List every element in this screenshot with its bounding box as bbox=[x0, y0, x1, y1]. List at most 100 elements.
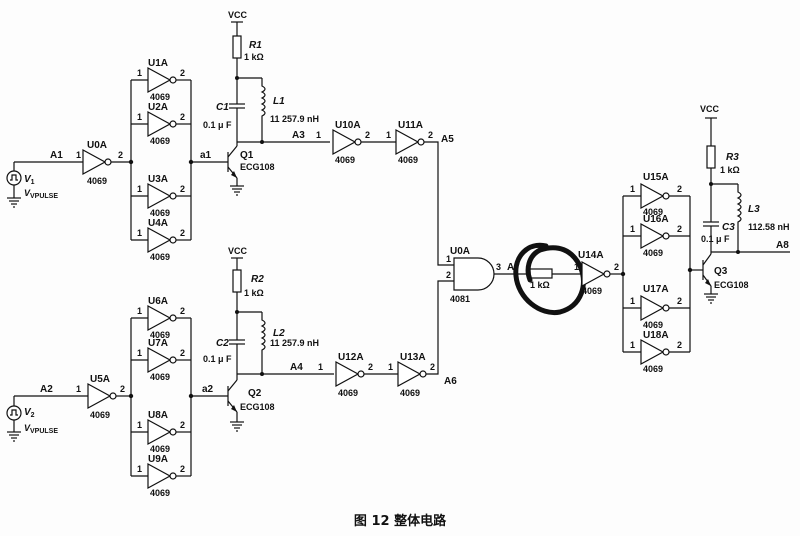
svg-text:2: 2 bbox=[120, 384, 125, 394]
svg-text:VCC: VCC bbox=[700, 104, 720, 114]
capacitor-c1: C1 0.1 μ F bbox=[203, 78, 245, 146]
inverter-u3a: U3A 4069 1 2 bbox=[131, 174, 191, 218]
svg-text:2: 2 bbox=[677, 184, 682, 194]
svg-text:U13A: U13A bbox=[400, 352, 426, 363]
inductor-l2: L2 11 257.9 nH bbox=[260, 312, 319, 374]
inverter-u13a: U13A 4069 2 bbox=[397, 352, 435, 398]
inductor-l3: L3 112.58 nH bbox=[736, 184, 790, 252]
svg-text:0.1 μ F: 0.1 μ F bbox=[701, 234, 730, 244]
svg-text:2: 2 bbox=[614, 262, 619, 272]
svg-text:VVPULSE: VVPULSE bbox=[24, 188, 58, 200]
svg-text:4069: 4069 bbox=[150, 92, 170, 102]
svg-text:U8A: U8A bbox=[148, 410, 168, 421]
svg-text:Q2: Q2 bbox=[248, 388, 262, 399]
u0a-label: U0A bbox=[87, 140, 107, 151]
svg-text:C2: C2 bbox=[216, 338, 229, 349]
resistor-r1: R1 1 kΩ bbox=[232, 35, 264, 62]
svg-text:4069: 4069 bbox=[398, 155, 418, 165]
inverter-u7a: U7A 4069 1 2 bbox=[131, 338, 191, 382]
svg-text:2: 2 bbox=[180, 420, 185, 430]
svg-text:U16A: U16A bbox=[643, 214, 669, 225]
svg-text:2: 2 bbox=[180, 348, 185, 358]
svg-text:U6A: U6A bbox=[148, 296, 168, 307]
svg-text:C1: C1 bbox=[216, 102, 229, 113]
svg-text:1 kΩ: 1 kΩ bbox=[244, 52, 264, 62]
inductor-l1: L1 11 257.9 nH bbox=[260, 78, 319, 142]
svg-text:Q3: Q3 bbox=[714, 266, 728, 277]
net-a1-label: A1 bbox=[50, 150, 63, 161]
svg-text:11 257.9 nH: 11 257.9 nH bbox=[270, 114, 319, 124]
svg-text:U7A: U7A bbox=[148, 338, 168, 349]
svg-text:2: 2 bbox=[180, 112, 185, 122]
svg-text:U9A: U9A bbox=[148, 454, 168, 465]
svg-text:4069: 4069 bbox=[150, 488, 170, 498]
svg-text:L3: L3 bbox=[748, 204, 760, 215]
svg-text:2: 2 bbox=[180, 306, 185, 316]
svg-text:1: 1 bbox=[630, 224, 635, 234]
u4a-label: U4A bbox=[148, 218, 168, 229]
svg-text:4069: 4069 bbox=[643, 320, 663, 330]
svg-text:VVPULSE: VVPULSE bbox=[24, 423, 58, 435]
svg-text:V2: V2 bbox=[24, 407, 35, 419]
svg-text:1 kΩ: 1 kΩ bbox=[244, 288, 264, 298]
svg-text:1: 1 bbox=[137, 348, 142, 358]
svg-text:4069: 4069 bbox=[643, 248, 663, 258]
inverter-u12a: U12A 4069 2 bbox=[335, 352, 373, 398]
svg-text:0.1 μ F: 0.1 μ F bbox=[203, 120, 232, 130]
inverter-u16a: U16A 4069 1 2 bbox=[623, 214, 690, 258]
svg-text:2: 2 bbox=[365, 130, 370, 140]
svg-text:C3: C3 bbox=[722, 222, 735, 233]
svg-text:4081: 4081 bbox=[450, 294, 470, 304]
svg-text:1 kΩ: 1 kΩ bbox=[720, 165, 740, 175]
svg-text:1: 1 bbox=[137, 112, 142, 122]
svg-text:R3: R3 bbox=[726, 152, 739, 163]
svg-text:2: 2 bbox=[368, 362, 373, 372]
svg-text:1: 1 bbox=[630, 184, 635, 194]
and-gate-u0a: U0A 4081 1 2 3 bbox=[446, 246, 501, 304]
net-a1-lower: a1 bbox=[200, 150, 212, 161]
svg-text:4069: 4069 bbox=[582, 286, 602, 296]
svg-text:1: 1 bbox=[630, 340, 635, 350]
svg-text:U18A: U18A bbox=[643, 330, 669, 341]
svg-text:L2: L2 bbox=[273, 328, 285, 339]
svg-text:4069: 4069 bbox=[338, 388, 358, 398]
load-resistor: 1 kΩ bbox=[513, 242, 586, 316]
net-a8-label: A8 bbox=[776, 240, 789, 251]
svg-text:2: 2 bbox=[677, 296, 682, 306]
supply-vcc-1: VCC bbox=[228, 10, 248, 36]
pin-label: 1 bbox=[76, 150, 81, 160]
svg-text:U12A: U12A bbox=[338, 352, 364, 363]
figure-caption: 图 12 整体电路 bbox=[353, 514, 447, 529]
inverter-u9a: U9A 4069 1 2 bbox=[131, 454, 191, 498]
svg-text:2: 2 bbox=[430, 362, 435, 372]
svg-text:VCC: VCC bbox=[228, 10, 248, 20]
svg-text:1: 1 bbox=[388, 362, 393, 372]
svg-text:1: 1 bbox=[76, 384, 81, 394]
net-a3-label: A3 bbox=[292, 130, 305, 141]
svg-text:1: 1 bbox=[386, 130, 391, 140]
svg-text:U15A: U15A bbox=[643, 172, 669, 183]
inverter-u18a: U18A 4069 1 2 bbox=[623, 330, 690, 374]
svg-text:1: 1 bbox=[137, 464, 142, 474]
svg-text:11 257.9 nH: 11 257.9 nH bbox=[270, 338, 319, 348]
svg-text:2: 2 bbox=[446, 270, 451, 280]
svg-text:4069: 4069 bbox=[400, 388, 420, 398]
inverter-u15a: U15A 4069 1 2 bbox=[623, 172, 690, 217]
svg-text:U14A: U14A bbox=[578, 250, 604, 261]
inverter-u1a: U1A 4069 1 2 bbox=[131, 58, 191, 102]
net-a6-label: A6 bbox=[444, 376, 457, 387]
u0a-part: 4069 bbox=[87, 176, 107, 186]
inverter-u2a: U2A 4069 1 2 bbox=[131, 102, 191, 146]
svg-text:2: 2 bbox=[180, 228, 185, 238]
svg-text:4069: 4069 bbox=[150, 136, 170, 146]
inverter-u17a: U17A 4069 1 2 bbox=[623, 284, 690, 330]
inverter-u10a: U10A 4069 2 bbox=[332, 120, 370, 165]
supply-vcc-2: VCC bbox=[228, 246, 248, 270]
svg-text:112.58 nH: 112.58 nH bbox=[748, 222, 790, 232]
svg-text:ECG108: ECG108 bbox=[714, 280, 749, 290]
capacitor-c2: C2 0.1 μ F bbox=[203, 312, 245, 380]
v1-type: VPULSE bbox=[30, 193, 58, 200]
svg-text:1: 1 bbox=[318, 362, 323, 372]
pulse-source-v2: V2 VVPULSE bbox=[6, 396, 58, 442]
hand-drawn-circle bbox=[513, 242, 586, 316]
